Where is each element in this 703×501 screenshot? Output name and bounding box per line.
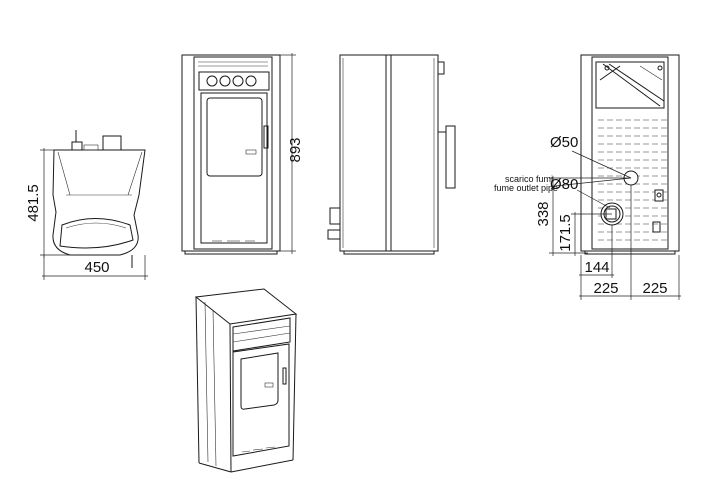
dim-top-width: 450 — [84, 259, 109, 276]
label-pipe-small: Ø50 — [550, 134, 578, 151]
dim-outlet-height: 338 — [535, 201, 552, 226]
top-view — [40, 130, 148, 280]
label-outlet-en: fume outlet pipe — [494, 183, 558, 193]
dim-offset-x: 144 — [584, 259, 609, 276]
label-outlet-it: scarico fumi — [505, 174, 553, 184]
front-view — [181, 53, 296, 255]
label-pipe-large: Ø80 — [550, 176, 578, 193]
dim-half-left: 225 — [593, 280, 618, 297]
dim-top-depth: 481.5 — [25, 184, 42, 222]
side-view — [327, 54, 456, 255]
isometric-view — [194, 288, 298, 473]
dim-front-height: 893 — [287, 137, 304, 162]
back-view — [549, 54, 681, 300]
dim-half-right: 225 — [642, 280, 667, 297]
dim-inlet-height: 171.5 — [557, 214, 574, 252]
